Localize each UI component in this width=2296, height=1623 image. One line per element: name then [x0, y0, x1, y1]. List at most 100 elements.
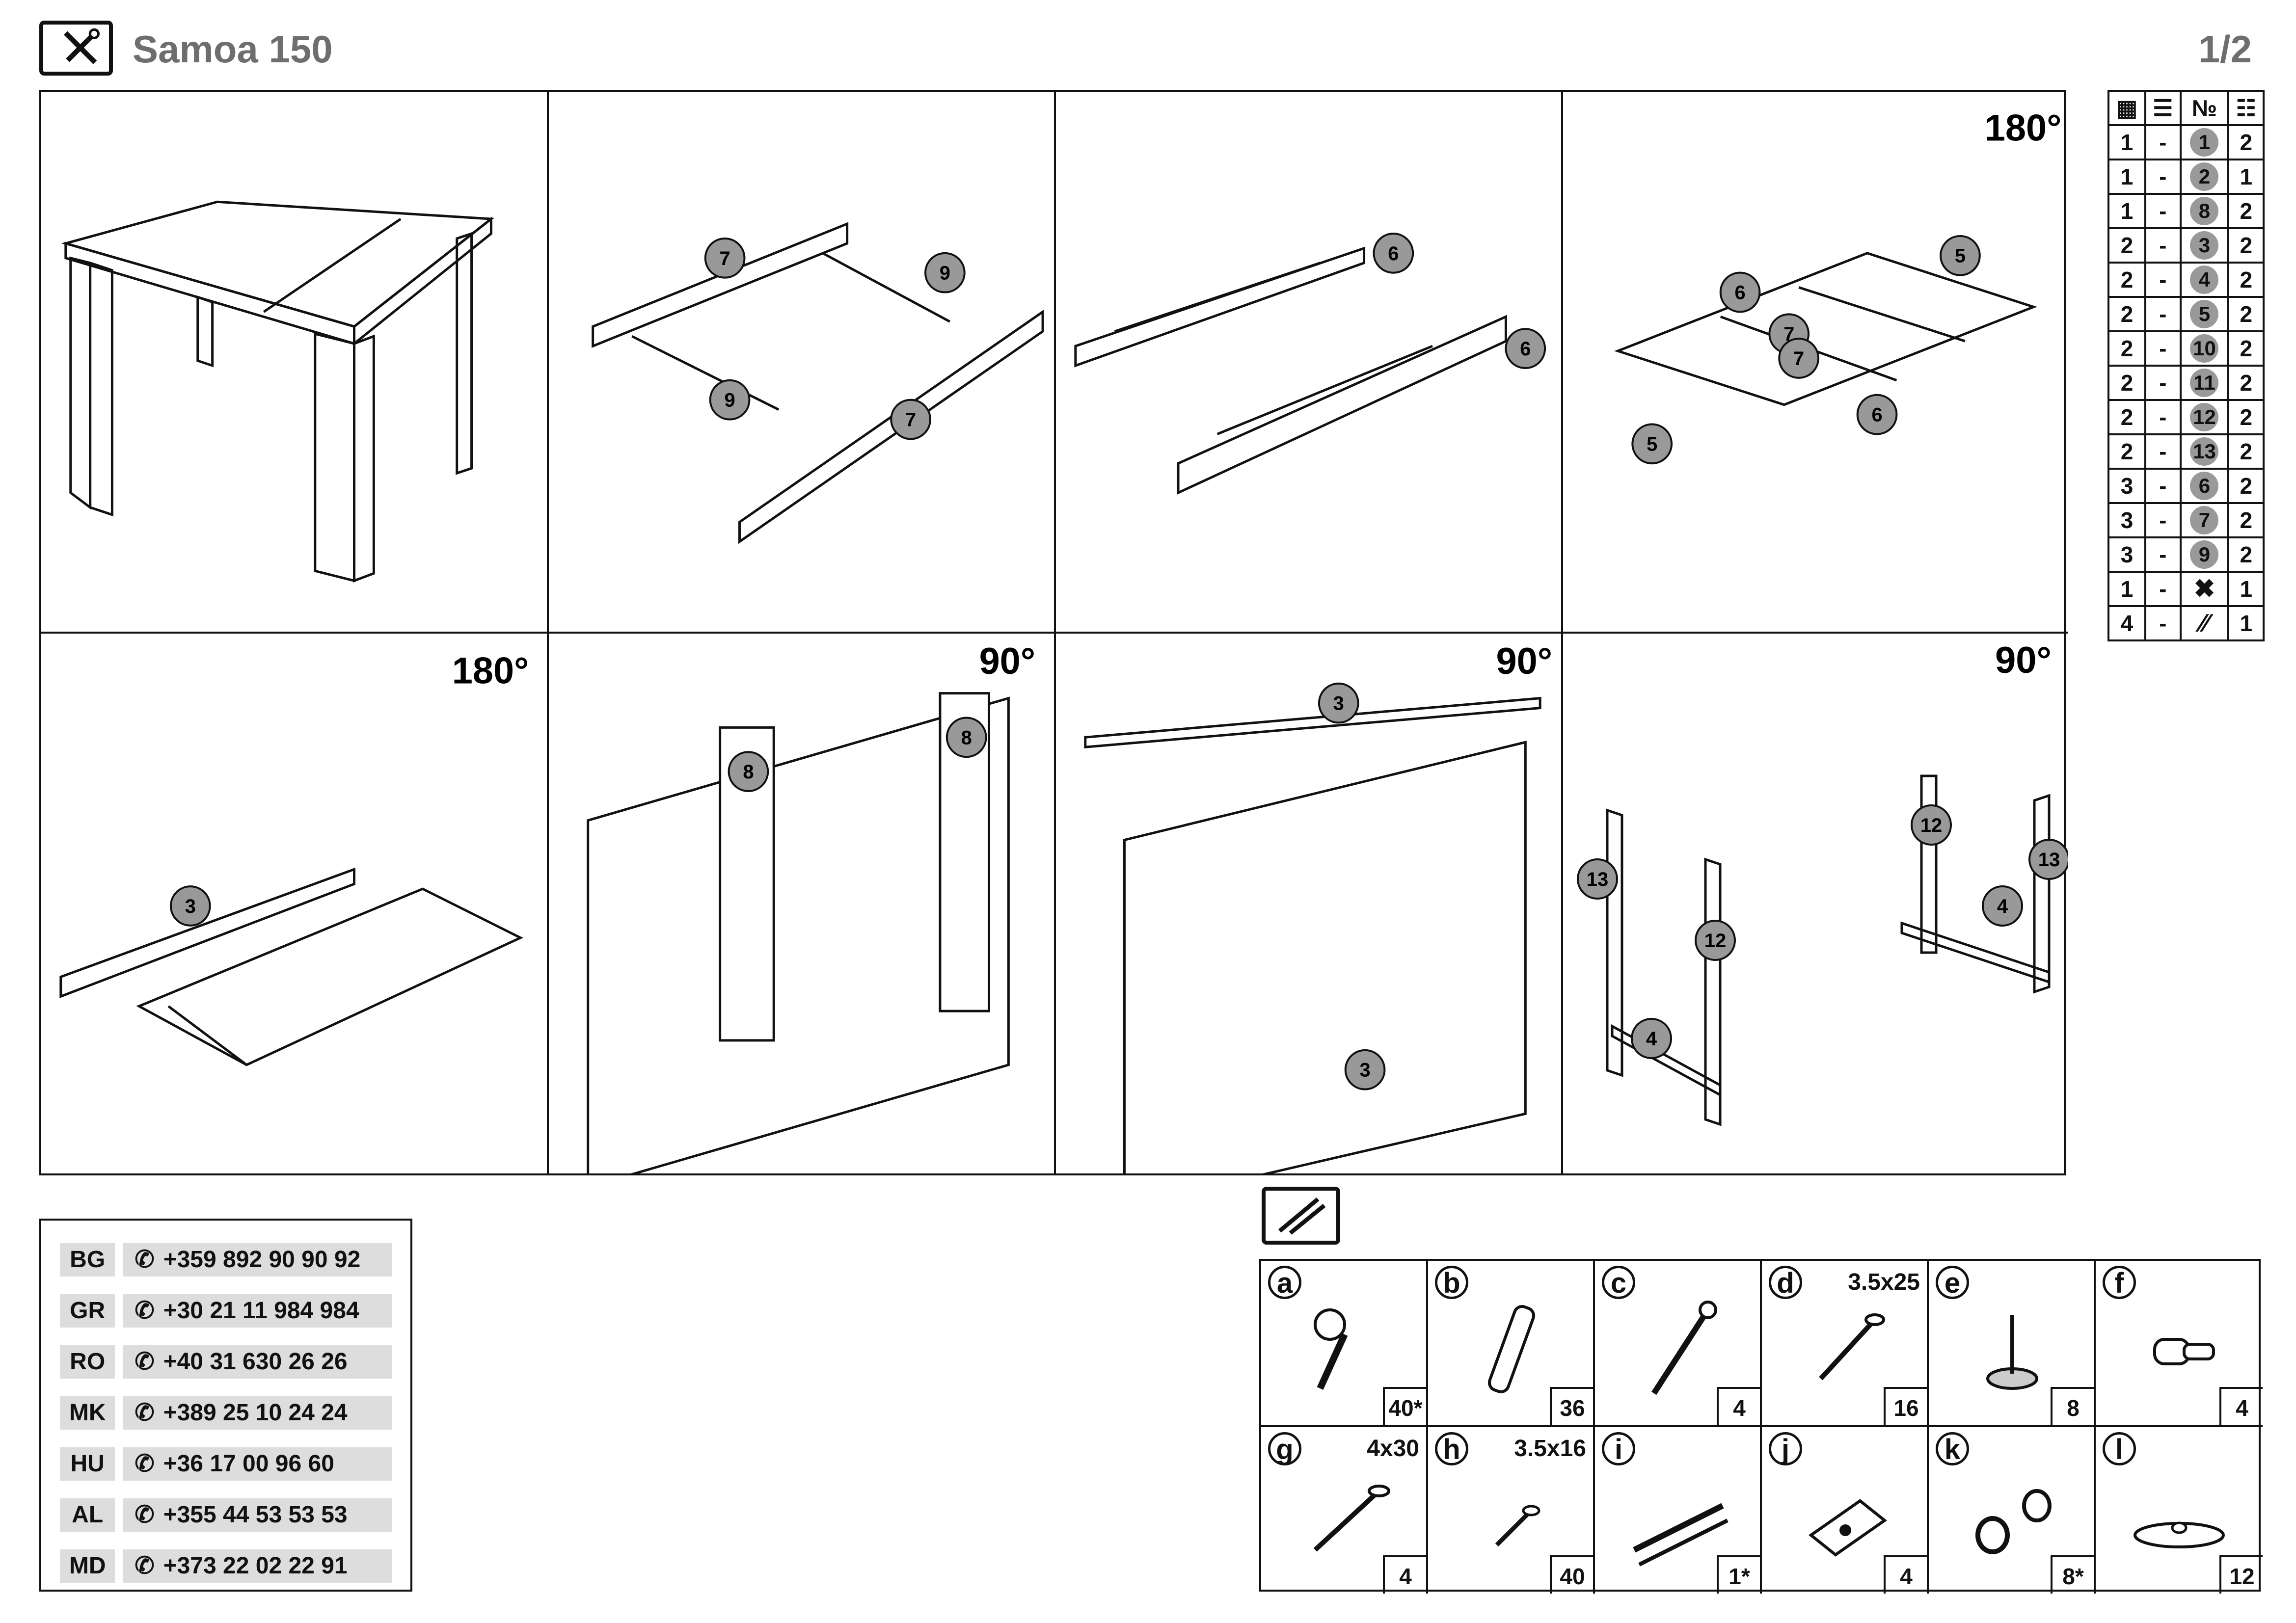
hardware-qty: 36 — [1550, 1387, 1593, 1425]
hardware-c-icon — [1651, 1301, 1717, 1395]
part-qty: 2 — [2227, 330, 2265, 367]
phone-number-text: +389 25 10 24 24 — [163, 1400, 348, 1426]
hardware-qty: 12 — [2219, 1555, 2263, 1594]
country-code: BG — [60, 1243, 115, 1277]
part-number: 3 — [2179, 227, 2230, 264]
hardware-letter: i — [1602, 1432, 1635, 1465]
country-code: MK — [60, 1396, 115, 1430]
part-number: 5 — [2179, 296, 2230, 332]
country-code: HU — [60, 1447, 115, 1481]
box-count: 1 — [2107, 159, 2146, 195]
svg-text:4: 4 — [1997, 896, 2008, 917]
hardware-f-icon — [2153, 1338, 2215, 1365]
dash: - — [2144, 262, 2182, 298]
phone-icon: ✆ — [135, 1298, 155, 1324]
part-qty: 1 — [2227, 159, 2265, 195]
phone-number-text: +30 21 11 984 984 — [163, 1298, 359, 1324]
box-count: 1 — [2107, 124, 2146, 160]
part-qty: 2 — [2227, 296, 2265, 332]
hardware-letter: c — [1602, 1266, 1635, 1299]
phone-row: RO✆+40 31 630 26 26 — [60, 1345, 392, 1379]
part-number: 9 — [2179, 536, 2230, 573]
hardware-letter: e — [1936, 1266, 1969, 1299]
hardware-a-icon — [1314, 1308, 1348, 1390]
part-qty: 1 — [2227, 571, 2265, 607]
product-title: Samoa 150 — [133, 27, 333, 71]
part-qty: 2 — [2227, 468, 2265, 504]
svg-text:7: 7 — [905, 409, 916, 430]
phone-number[interactable]: ✆ +373 22 02 22 91 — [123, 1549, 392, 1583]
part-qty: 2 — [2227, 536, 2265, 573]
phone-number[interactable]: ✆+36 17 00 96 60 — [123, 1447, 392, 1481]
dash: - — [2144, 536, 2182, 573]
phone-icon: ✆ — [135, 1553, 155, 1579]
hardware-j-icon — [1808, 1499, 1888, 1557]
phone-icon: ✆ — [135, 1451, 155, 1477]
phone-icon: ✆ — [135, 1502, 155, 1528]
part-badge: 11 — [2190, 369, 2219, 397]
hardware-letter: f — [2103, 1266, 2136, 1299]
phone-number[interactable]: ✆+40 31 630 26 26 — [123, 1345, 392, 1379]
assembly-tools-icon — [39, 21, 113, 76]
part-qty: 2 — [2227, 124, 2265, 160]
part-qty: 2 — [2227, 365, 2265, 401]
svg-text:9: 9 — [940, 263, 950, 284]
part-number: ✖ — [2179, 571, 2230, 607]
stack-icon: ☰ — [2144, 90, 2182, 126]
part-number: 4 — [2179, 262, 2230, 298]
dash: - — [2144, 502, 2182, 538]
phone-row: GR ✆ +30 21 11 984 984 — [60, 1294, 392, 1328]
dash: - — [2144, 468, 2182, 504]
part-badge: 2 — [2190, 162, 2219, 191]
tools-icon: ✖ — [2193, 575, 2215, 603]
hardware-qty: 40 — [1550, 1555, 1593, 1594]
table-overview-illustration — [61, 200, 495, 583]
part-qty: 1 — [2227, 605, 2265, 641]
step-3-panel: 6 6 — [1056, 92, 1563, 634]
country-code: AL — [60, 1498, 115, 1532]
part-number: 7 — [2179, 502, 2230, 538]
part-number: 12 — [2179, 399, 2230, 435]
rotate-180-label: 180° — [452, 650, 529, 692]
hardware-letter: k — [1936, 1432, 1969, 1465]
parts-row: 4-⁄⁄1 — [2107, 605, 2265, 641]
phone-number-text: +373 22 02 22 91 — [163, 1553, 348, 1579]
hardware-item-k: k 8* — [1929, 1427, 2096, 1594]
svg-text:3: 3 — [1333, 693, 1344, 715]
part-badge: 5 — [2190, 300, 2219, 328]
dash: - — [2144, 159, 2182, 195]
part-badge: 13 — [2190, 437, 2219, 466]
phone-number[interactable]: ✆+355 44 53 53 53 — [123, 1498, 392, 1532]
box-count: 1 — [2107, 193, 2146, 229]
number-header: № — [2179, 90, 2230, 126]
rotate-90-label: 90° — [1496, 640, 1552, 682]
part-number: 2 — [2179, 159, 2230, 195]
phone-number[interactable]: ✆+389 25 10 24 24 — [123, 1396, 392, 1430]
svg-text:6: 6 — [1388, 243, 1399, 265]
box-count: 2 — [2107, 399, 2146, 435]
dash: - — [2144, 399, 2182, 435]
country-code: GR — [60, 1294, 115, 1328]
end-rail-illustration: 180° 3 — [59, 650, 529, 1066]
phone-icon: ✆ — [135, 1247, 155, 1273]
hardware-i-icon — [1633, 1503, 1729, 1567]
slide-rails-illustration: 6 6 — [1074, 233, 1546, 495]
phone-number[interactable]: ✆+359 892 90 90 92 — [123, 1243, 392, 1277]
phone-number[interactable]: ✆ +30 21 11 984 984 — [123, 1294, 392, 1328]
svg-text:8: 8 — [743, 761, 754, 783]
hardware-qty: 8* — [2051, 1555, 2094, 1594]
part-number: 1 — [2179, 124, 2230, 160]
parts-row: 1-✖1 — [2107, 571, 2265, 607]
